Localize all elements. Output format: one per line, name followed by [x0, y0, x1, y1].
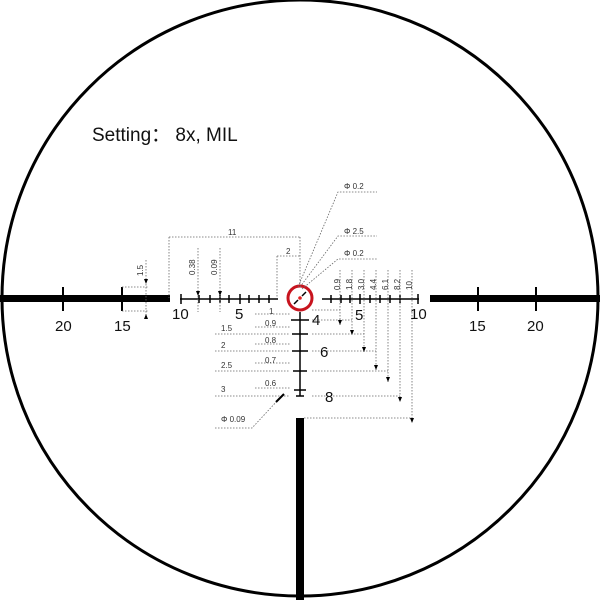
drop-mark-3-0: 3.0 — [357, 278, 366, 290]
scale-label-left-15: 15 — [114, 318, 131, 335]
drop-mark-6-1: 6.1 — [381, 278, 390, 290]
holdover-2-5: 2.5 — [221, 361, 233, 370]
vertical-holdover-bars — [291, 319, 309, 397]
holdover-3: 3 — [221, 385, 226, 394]
holdover-2: 2 — [221, 341, 226, 350]
drop-mark-4-4: 4.4 — [369, 278, 378, 290]
right-thick-post — [430, 295, 600, 302]
scale-label-left-20: 20 — [55, 318, 72, 335]
drop-mark-1-8: 1.8 — [345, 278, 354, 290]
center-dot — [298, 296, 302, 300]
dim-width-2: 2 — [286, 247, 291, 256]
dimension-lines — [122, 191, 413, 429]
center-arrows — [293, 291, 307, 305]
right-thin-scale — [322, 294, 419, 304]
dim-circle-diameter: Φ 2.5 — [344, 227, 364, 236]
scale-label-right-10: 10 — [410, 306, 427, 323]
scale-label-left-10: 10 — [172, 306, 189, 323]
dim-tick-0-38: 0.38 — [188, 259, 197, 275]
scale-label-right-20: 20 — [527, 318, 544, 335]
bar-width-0-7: 0.7 — [265, 356, 277, 365]
dim-outer-dot: Φ 0.2 — [344, 182, 364, 191]
bar-width-0-9: 0.9 — [265, 319, 277, 328]
bar-width-0-6: 0.6 — [265, 379, 277, 388]
left-thin-scale — [180, 294, 278, 304]
post-ticks — [62, 287, 537, 311]
bottom-thick-post — [296, 418, 304, 600]
holdover-1-5: 1.5 — [221, 324, 233, 333]
left-thick-post — [0, 295, 170, 302]
vertical-label-6: 6 — [320, 344, 329, 361]
bar-width-0-8: 0.8 — [265, 336, 277, 345]
drop-mark-8-2: 8.2 — [393, 278, 402, 290]
scale-label-left-5: 5 — [235, 306, 244, 323]
dim-bottom-dot: Φ 0.09 — [221, 415, 246, 424]
scale-label-right-15: 15 — [469, 318, 486, 335]
vertical-label-4: 4 — [312, 312, 321, 329]
center-circle — [286, 284, 314, 312]
drop-mark-0-9: 0.9 — [333, 278, 342, 290]
dim-inner-dot: Φ 0.2 — [344, 249, 364, 258]
bottom-dot-marker — [275, 393, 285, 403]
dimension-arrowheads — [144, 279, 414, 423]
vertical-label-8: 8 — [325, 389, 334, 406]
setting-title: Setting： 8x, MIL — [92, 125, 238, 146]
dim-tick-0-09: 0.09 — [210, 259, 219, 275]
dim-width-11: 11 — [228, 228, 237, 237]
bar-width-1: 1 — [269, 307, 274, 316]
dim-post-thickness: 1.5 — [136, 264, 145, 276]
drop-mark-10: 10 — [405, 281, 414, 290]
scale-label-right-5: 5 — [355, 307, 364, 324]
